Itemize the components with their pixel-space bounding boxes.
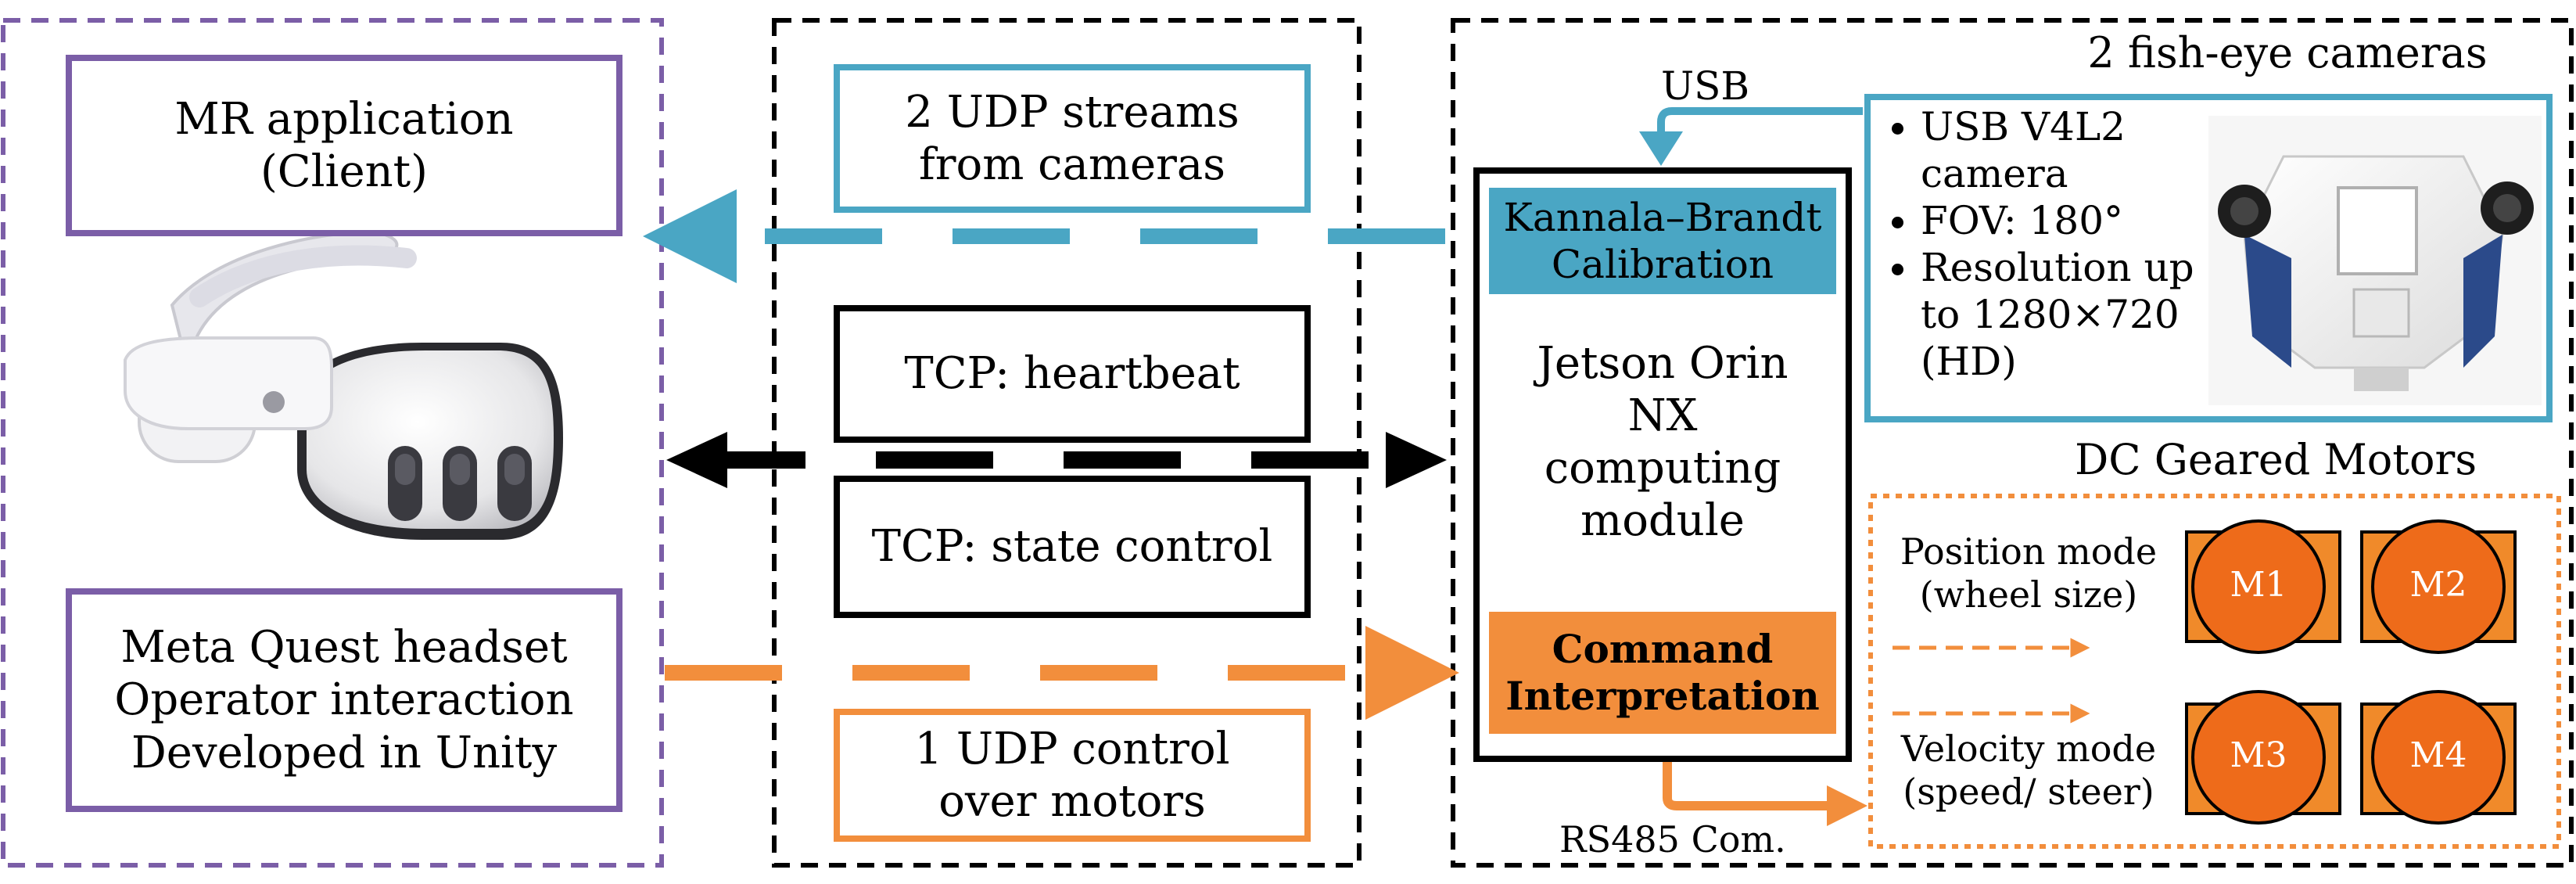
command-line2: Interpretation [1505, 673, 1820, 719]
command-line1: Command [1552, 626, 1774, 672]
tcp-state-box: TCP: state control [834, 476, 1311, 618]
camera-rig-image [2208, 116, 2542, 405]
jetson-line2: NX [1627, 390, 1698, 441]
rs485-arrow-head [1827, 785, 1867, 826]
usb-label: USB [1661, 63, 1750, 109]
motor-m4-label: M4 [2409, 735, 2467, 775]
camera-spec-resolution: Resolution up to 1280×720 (HD) [1921, 244, 2249, 385]
headset-description-box: Meta Quest headset Operator interaction … [66, 588, 622, 812]
udp-control-line2: over motors [938, 776, 1206, 827]
calibration-line2: Calibration [1551, 242, 1774, 287]
udp-streams-line1: 2 UDP streams [905, 86, 1240, 138]
tcp-heartbeat-label: TCP: heartbeat [904, 348, 1240, 400]
motors-group [2185, 519, 2517, 825]
usb-arrow-head [1639, 131, 1683, 166]
udp-control-box: 1 UDP control over motors [834, 709, 1311, 842]
camera-spec-interface: USB V4L2 camera [1921, 103, 2249, 197]
motor-m3-label: M3 [2230, 735, 2287, 775]
velocity-mode-label: Velocity mode (speed/ steer) [1880, 728, 2177, 814]
mr-application-subtitle: (Client) [260, 146, 429, 197]
udp-streams-box: 2 UDP streams from cameras [834, 64, 1311, 213]
headset-desc-line3: Developed in Unity [131, 727, 558, 778]
motors-panel [1868, 494, 2561, 849]
command-interpretation-box: Command Interpretation [1489, 612, 1836, 734]
headset-image [124, 229, 563, 540]
jetson-module-box [1473, 167, 1852, 762]
jetson-line4: module [1580, 495, 1745, 547]
mr-application-title: MR application [174, 93, 514, 145]
camera-spec-box [1864, 94, 2553, 422]
cameras-title: 2 fish-eye cameras [2087, 28, 2488, 77]
calibration-box: Kannala–Brandt Calibration [1489, 188, 1836, 294]
position-mode-label: Position mode (wheel size) [1880, 530, 2177, 616]
headset-desc-line2: Operator interaction [114, 674, 574, 726]
jetson-line3: computing [1544, 443, 1781, 494]
jetson-line1: Jetson Orin [1537, 337, 1788, 389]
motor-m2-wheel [2371, 519, 2506, 654]
motor-m3-wheel [2191, 690, 2326, 825]
tcp-arrow-right-head [1386, 432, 1447, 488]
camera-spec-fov: FOV: 180° [1921, 197, 2249, 244]
motor-m2-label: M2 [2409, 565, 2467, 605]
network-panel [772, 18, 1362, 868]
rs485-connector [1663, 759, 1833, 810]
client-panel [1, 18, 664, 868]
position-mode-line1: Position mode [1900, 530, 2158, 573]
motors-title: DC Geared Motors [2074, 435, 2477, 484]
velocity-mode-line1: Velocity mode [1900, 728, 2157, 770]
camera-spec-list: USB V4L2 camera FOV: 180° Resolution up … [1885, 103, 2249, 385]
mr-application-box: MR application (Client) [66, 55, 622, 236]
calibration-line1: Kannala–Brandt [1503, 195, 1822, 240]
jetson-module-label: Jetson Orin NX computing module [1489, 321, 1836, 563]
tcp-arrow-left-head [666, 432, 727, 488]
udp-control-line1: 1 UDP control [914, 723, 1230, 774]
motor-m1-label: M1 [2230, 565, 2287, 605]
usb-connector [1657, 107, 1863, 149]
position-mode-line2: (wheel size) [1919, 573, 2138, 616]
rs485-label: RS485 Com. [1559, 818, 1786, 861]
headset-desc-line1: Meta Quest headset [120, 622, 568, 674]
motor-m1-wheel [2191, 519, 2326, 654]
udp-streams-line2: from cameras [919, 139, 1225, 190]
robot-panel [1451, 18, 2574, 868]
tcp-heartbeat-box: TCP: heartbeat [834, 305, 1311, 443]
motor-m4-wheel [2371, 690, 2506, 825]
velocity-mode-line2: (speed/ steer) [1903, 771, 2154, 814]
tcp-state-label: TCP: state control [871, 521, 1273, 573]
